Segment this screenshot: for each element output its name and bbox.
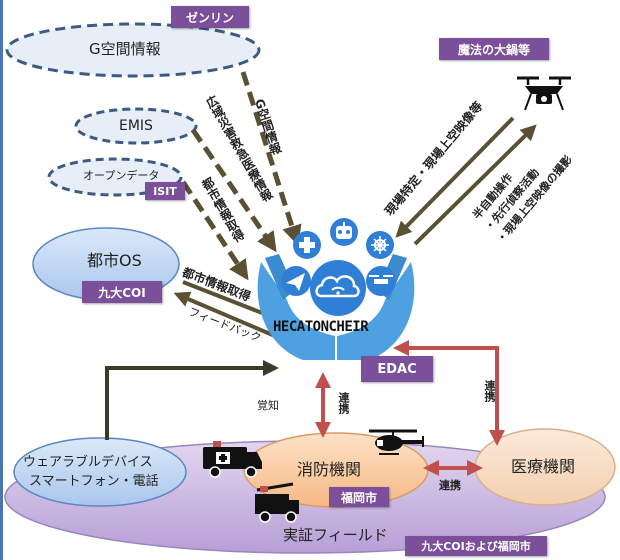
drone-vendor-tag: 魔法の大鍋等: [439, 38, 549, 60]
awareness-label: 覚知: [257, 399, 279, 412]
city-os-label: 都市OS: [87, 251, 142, 270]
emis-label: EMIS: [119, 118, 153, 134]
kyudai-coi-tag: 九大COI: [82, 281, 162, 303]
open-data-label: オープンデータ: [83, 169, 160, 182]
coop-bottom-label: 連携: [439, 479, 461, 492]
medical-label: 医療機関: [511, 457, 576, 476]
arrow-city-info: [182, 280, 283, 323]
arrow-coop-right: [393, 340, 505, 446]
zenrin-tag: ゼンリン: [171, 6, 249, 28]
g-spatial-ellipse: [5, 22, 261, 78]
drone-camera-icon: [517, 76, 571, 111]
hecatoncheir-label: HECATONCHEIR: [273, 319, 369, 335]
wearable-line1: ウェアラブルデバイス: [23, 455, 153, 470]
coop-center-label: 連携: [337, 392, 350, 414]
cloud-wifi-icon: [310, 260, 366, 316]
fire-label: 消防機関: [297, 460, 362, 479]
wearable-ellipse: [13, 437, 187, 507]
helicopter-icon: [369, 429, 424, 455]
drone-icon: [366, 266, 396, 296]
field-tag: 九大COIおよび福岡市: [405, 536, 547, 556]
robot-icon: [330, 218, 358, 246]
edac-tag: EDAC: [361, 356, 433, 382]
emis-ellipse: [74, 107, 198, 145]
arrow-city-info-vertical: [180, 180, 249, 281]
fukuoka-tag: 福岡市: [329, 487, 389, 507]
arrow-feedback: [173, 291, 276, 338]
arrow-disaster-medical: [190, 128, 277, 253]
isit-tag: ISIT: [145, 182, 185, 200]
field-label: 実証フィールド: [283, 526, 388, 544]
arrow-awareness: [105, 360, 279, 440]
arrow-g-spatial: [240, 71, 302, 246]
arrow-site-identify: [395, 116, 515, 238]
fire-truck-icon: [255, 482, 299, 523]
medical-cross-icon: [293, 231, 321, 259]
wearable-line2: スマートフォン・電話: [29, 474, 159, 489]
coop-right-label: 連携: [483, 380, 496, 402]
g-spatial-label: G空間情報: [89, 40, 161, 58]
ambulance-icon: [203, 441, 262, 478]
arrow-semi-auto: [413, 124, 537, 246]
paper-plane-icon: [281, 266, 311, 296]
virus-icon: [366, 231, 394, 259]
